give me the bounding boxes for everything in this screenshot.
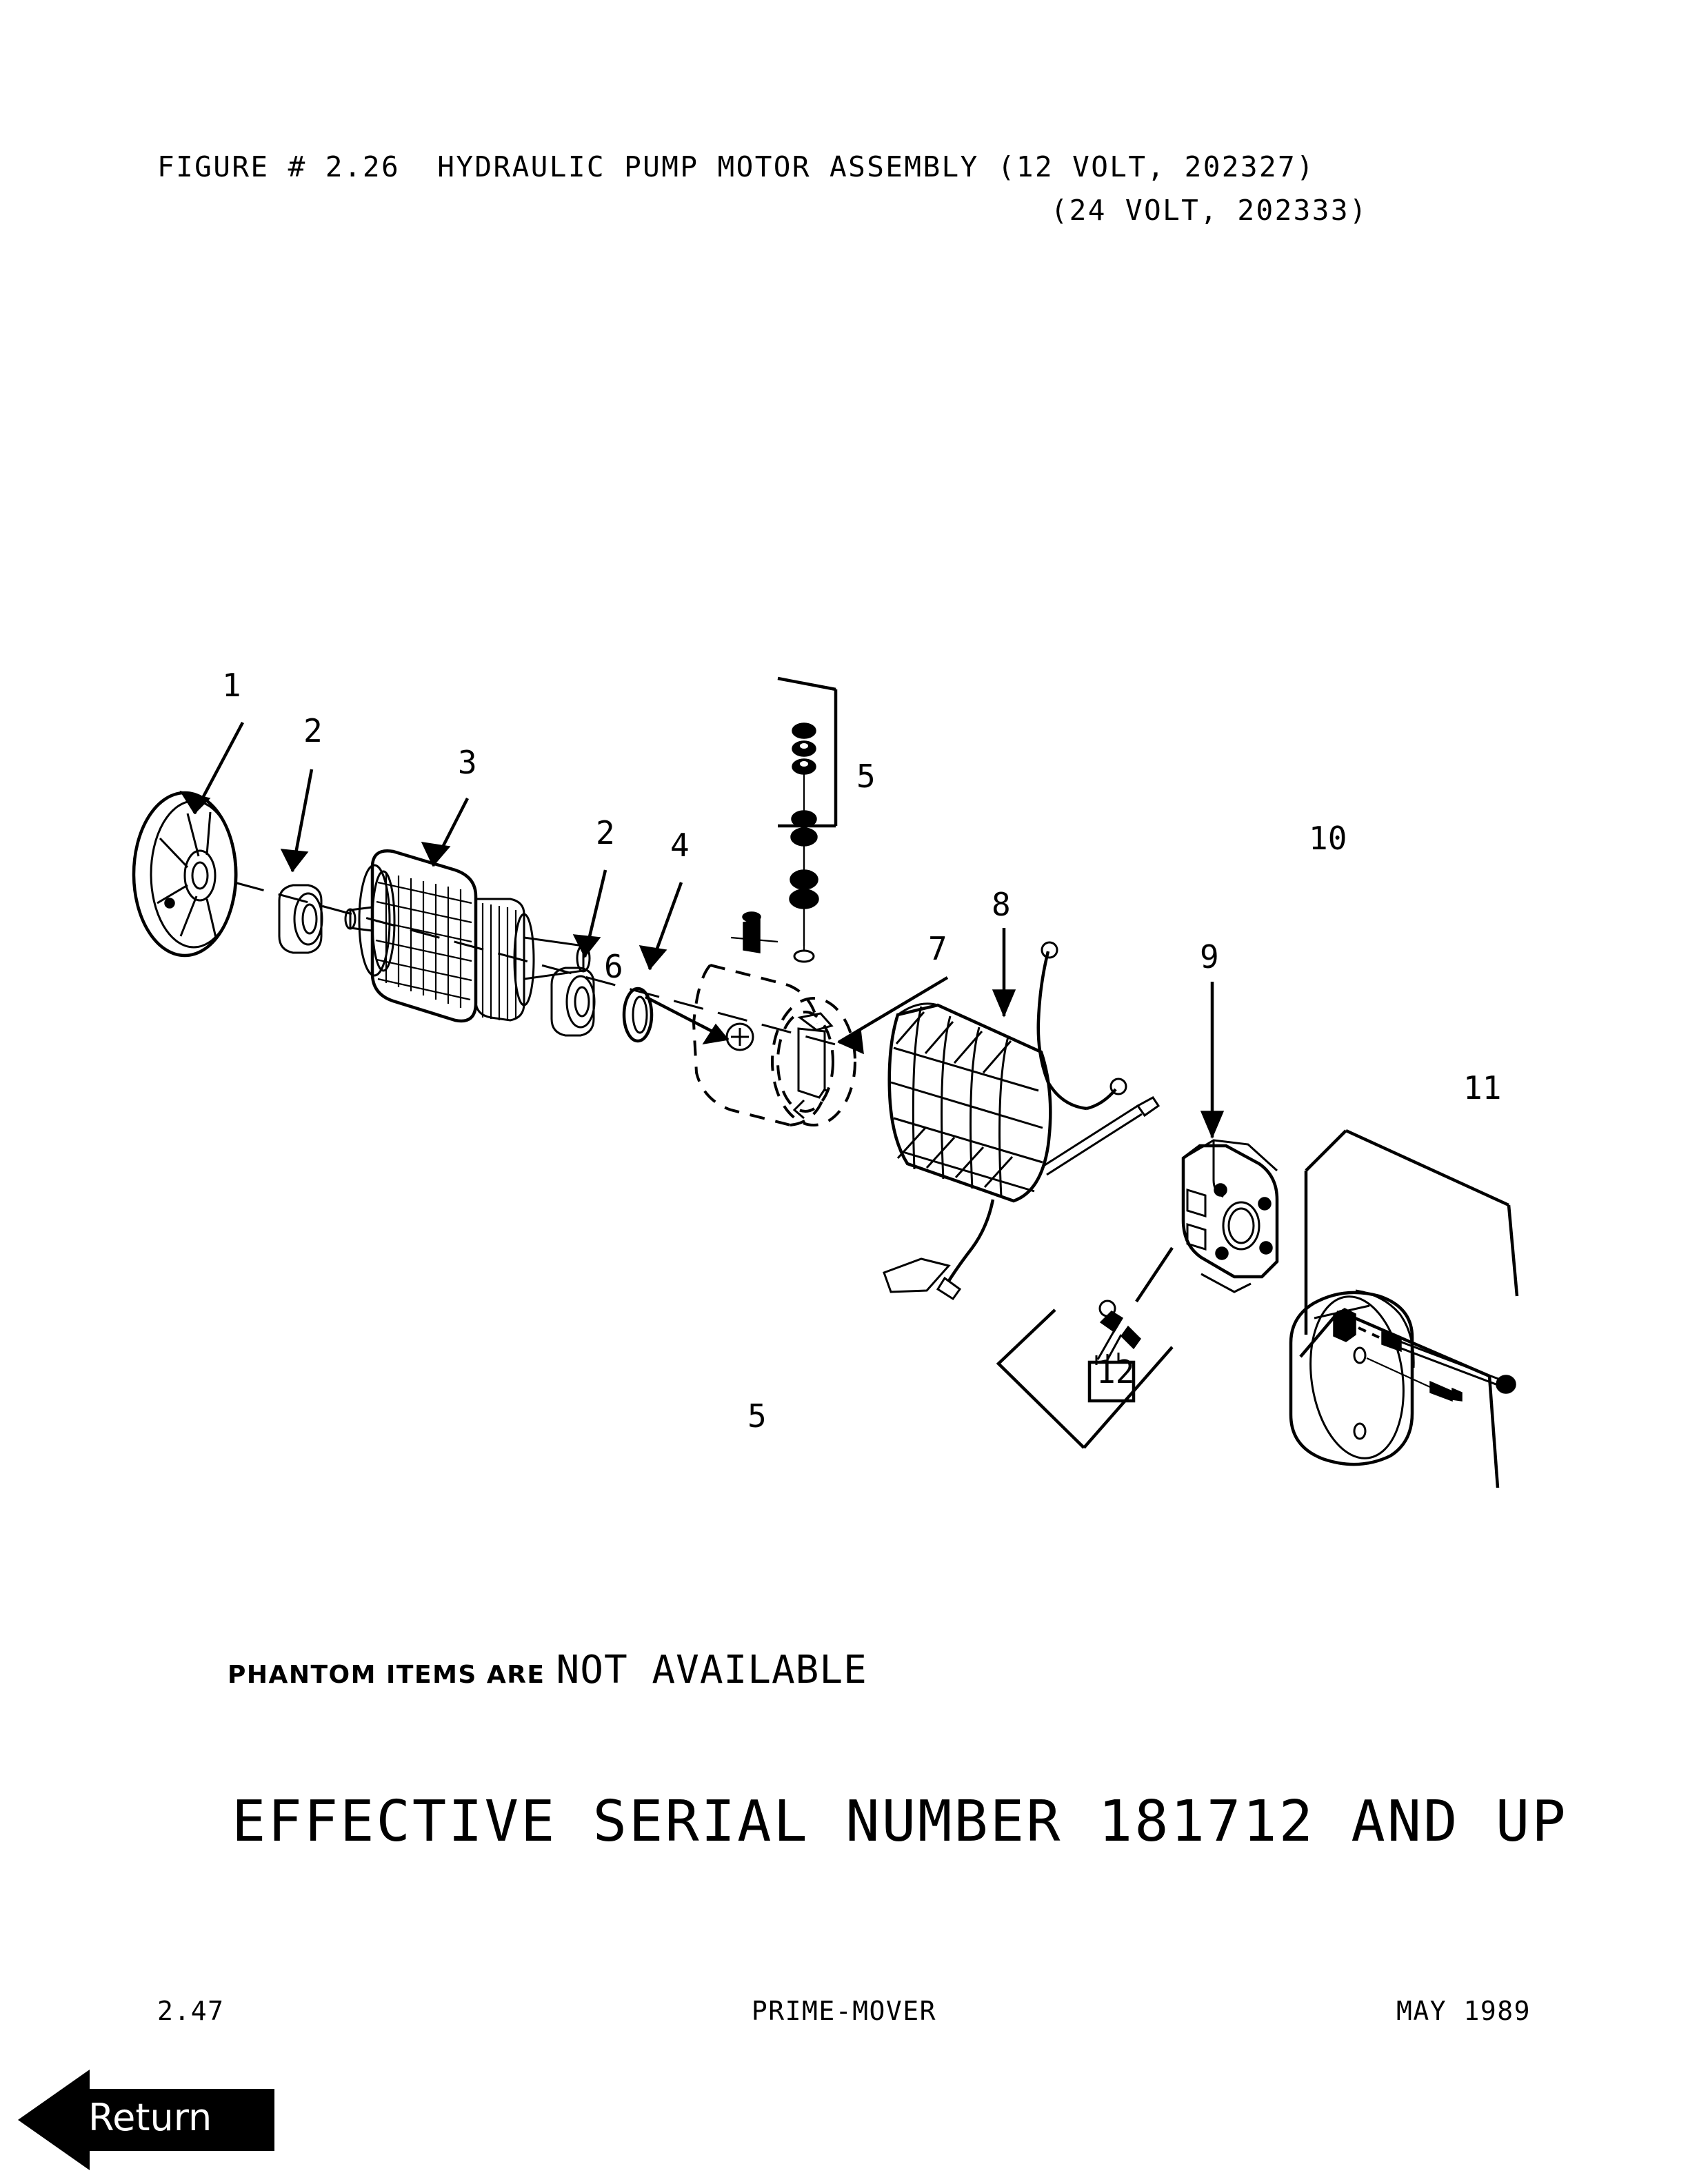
part-brush (1087, 1300, 1141, 1403)
part-end-cover (1289, 1289, 1463, 1466)
callout-label-6: 6 (604, 948, 623, 985)
callout-label-11: 11 (1463, 1069, 1501, 1106)
exploded-parts-diagram: 1 2 3 2 4 5 6 7 8 9 10 11 12 5 (0, 607, 1688, 1586)
callout-6 (644, 995, 730, 1045)
callout-9 (1200, 982, 1225, 1139)
part-brush-holder-plate (1181, 1139, 1279, 1293)
phantom-items-note-prefix: PHANTOM ITEMS ARE (228, 1661, 545, 1689)
footer-company-name: PRIME-MOVER (751, 1996, 937, 2026)
footer-page-number: 2.47 (157, 1996, 225, 2026)
part-armature (344, 849, 591, 1023)
phantom-items-note: PHANTOM ITEMS ARE NOT AVAILABLE (228, 1648, 867, 1692)
phantom-items-note-emphasis: NOT AVAILABLE (556, 1648, 867, 1692)
figure-title-line-2: (24 VOLT, 202333) (1050, 194, 1368, 227)
callout-bracket-12 (996, 1246, 1174, 1449)
callout-bracket-11 (1299, 1309, 1500, 1488)
callout-2b (572, 869, 607, 958)
callout-label-5b: 5 (747, 1397, 767, 1435)
callout-label-2a: 2 (303, 712, 323, 749)
effective-serial-number-note: EFFECTIVE SERIAL NUMBER 181712 AND UP (232, 1789, 1568, 1854)
callout-label-12: 12 (1096, 1353, 1134, 1391)
callout-label-9: 9 (1200, 938, 1219, 975)
left-arrow-icon (18, 2070, 274, 2170)
assembly-centerline (234, 881, 849, 1049)
part-end-bell (771, 997, 856, 1126)
part-terminal-hardware-upper (730, 722, 819, 963)
callout-7 (837, 976, 949, 1055)
figure-title-line-1: FIGURE # 2.26 HYDRAULIC PUMP MOTOR ASSEM… (157, 150, 1316, 183)
callout-label-2b: 2 (596, 814, 615, 851)
callout-label-7: 7 (928, 930, 947, 967)
return-button[interactable] (18, 2068, 274, 2172)
callout-4 (639, 882, 683, 971)
callout-label-3: 3 (458, 744, 477, 781)
part-bearing-front (278, 884, 323, 954)
callout-bracket-10 (1304, 1129, 1519, 1335)
callout-8 (992, 928, 1016, 1018)
page-footer: 2.47 PRIME-MOVER MAY 1989 (0, 1996, 1688, 2037)
part-pulley (132, 791, 238, 958)
callout-bracket-5-upper (777, 676, 838, 828)
part-thrust-washer (622, 987, 654, 1043)
callout-1 (179, 721, 244, 815)
callout-label-8: 8 (992, 886, 1011, 923)
callout-label-5a: 5 (856, 758, 876, 795)
callout-2a (280, 769, 314, 873)
callout-3 (421, 797, 470, 867)
part-field-coil-assembly (883, 941, 1160, 1301)
callout-label-1: 1 (222, 667, 241, 704)
footer-date: MAY 1989 (1396, 1996, 1531, 2026)
part-screw-phantom (725, 1022, 754, 1051)
callout-label-10: 10 (1309, 820, 1347, 857)
callout-label-4: 4 (670, 827, 690, 864)
figure-title-block: FIGURE # 2.26 HYDRAULIC PUMP MOTOR ASSEM… (157, 153, 1371, 225)
phantom-drive-end-housing (692, 964, 827, 1126)
